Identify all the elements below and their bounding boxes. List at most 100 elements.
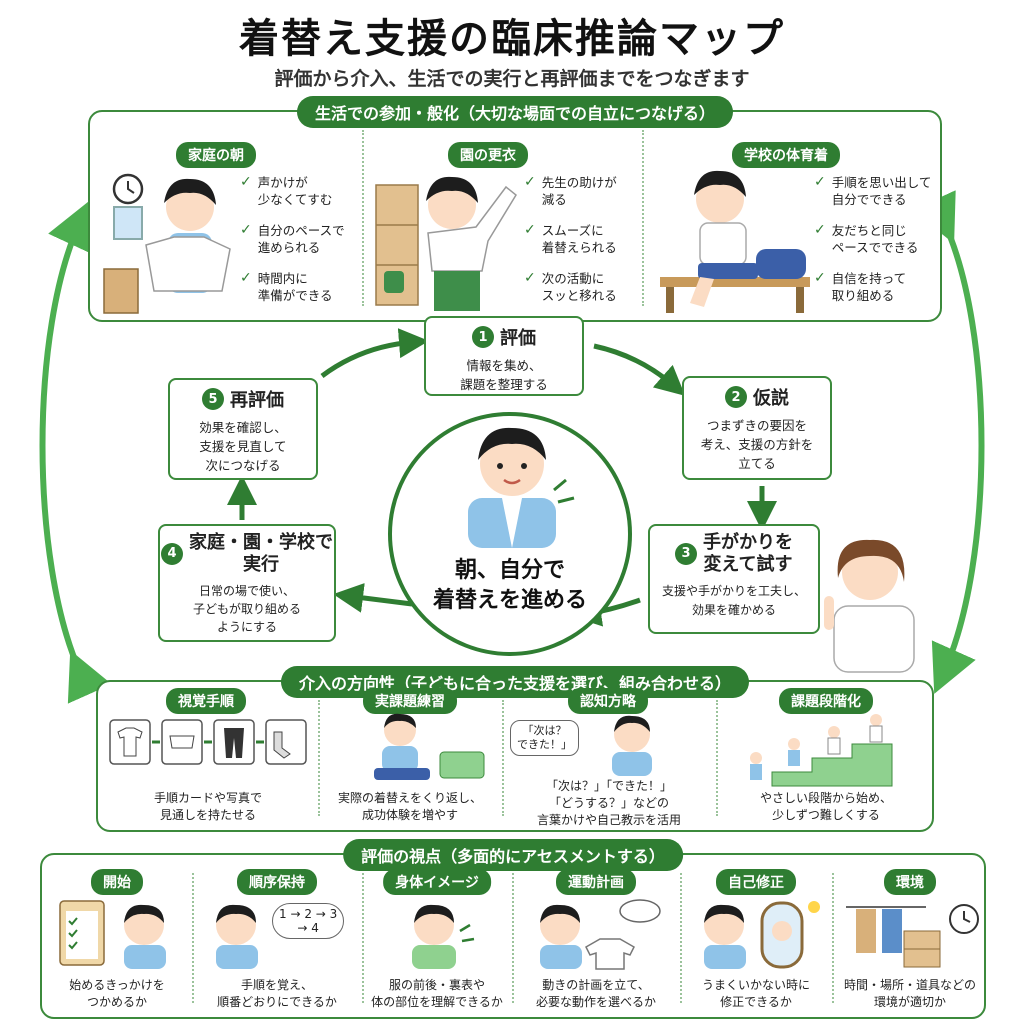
- section-kindergarten: 園の更衣 ✓先生の助けが 減る ✓スムーズに 着替えられる ✓次の活動に スッと…: [362, 112, 642, 320]
- section-caption: 「次は？」「できた！」 「どうする？」などの 言葉かけや自己教示を活用: [536, 779, 681, 827]
- kindergarten-checklist: ✓先生の助けが 減る ✓スムーズに 着替えられる ✓次の活動に スッと移れる: [524, 174, 644, 318]
- list-item: ✓スムーズに 着替えられる: [524, 222, 617, 255]
- step-description: 日常の場で使い、 子どもが取り組める ようにする: [192, 584, 301, 634]
- center-goal-text: 朝、自分で 着替えを進める: [432, 558, 587, 613]
- section-caption: 時間・場所・道具などの 環境が適切か: [843, 978, 976, 1009]
- right-loop-arrow: [912, 190, 985, 694]
- section-title: 課題段階化: [779, 688, 873, 714]
- step-description: 支援や手がかりを工夫し、 効果を確かめる: [661, 584, 806, 617]
- center-child-illustration: [468, 427, 575, 548]
- strategy-child-illustration: [612, 715, 652, 776]
- step-title: 仮説: [753, 388, 789, 409]
- step-number: 5: [202, 388, 224, 410]
- thought-bubble: 1 → 2 → 3 → 4: [272, 903, 345, 939]
- home-child-illustration: [103, 173, 231, 314]
- section-cognitive-strategy: 認知方略 「次は？ できた！」 「次は？」「できた！」 「どうする？」などの 言…: [502, 682, 716, 830]
- step-description: 情報を集め、 課題を整理する: [460, 358, 548, 392]
- section-title: 自己修正: [716, 869, 796, 895]
- section-title: 家庭の朝: [176, 142, 256, 168]
- left-loop-arrow: [39, 200, 112, 704]
- divider: [832, 873, 834, 1003]
- intervention-panel: 介入の方向性（子どもに合った支援を選び、組み合わせる） 視覚手順 手順カードや写…: [96, 666, 936, 832]
- teacher-illustration: [824, 539, 915, 673]
- body-image-child-illustration: [412, 904, 475, 969]
- section-title: 開始: [91, 869, 143, 895]
- section-caption: 動きの計画を立て、 必要な動作を選べるか: [535, 978, 656, 1009]
- section-caption: 服の前後・裏表や 体の部位を理解できるか: [371, 978, 503, 1009]
- divider: [716, 700, 718, 816]
- step-title: 家庭・園・学校で 実行: [189, 532, 333, 575]
- section-school-pe: 学校の体育着 ✓手順を思い出して 自分でできる ✓友だちと同じ ペースでできる …: [642, 112, 944, 320]
- section-real-task: 実課題練習 実際の着替えをくり返し、 成功体験を増やす: [318, 682, 502, 830]
- school-child-illustration: [660, 170, 810, 313]
- evaluation-panel: 評価の視点（多面的にアセスメントする） 開始 始めるきっかけを つかめるか 順序…: [40, 839, 988, 1019]
- section-caption: やさしい段階から始め、 少しずつ難しくする: [759, 791, 892, 822]
- step-title: 評価: [500, 328, 536, 349]
- section-title: 身体イメージ: [383, 869, 491, 895]
- step-number: 3: [675, 543, 697, 565]
- divider: [502, 700, 504, 816]
- list-item: ✓時間内に 準備ができる: [240, 270, 333, 303]
- list-item: ✓次の活動に スッと移れる: [524, 270, 617, 303]
- environment-illustration: [846, 904, 979, 968]
- evaluation-label: 評価の視点（多面的にアセスメントする）: [343, 839, 683, 871]
- section-caption: 手順を覚え、 順番どおりにできるか: [217, 978, 337, 1009]
- section-body-image: 身体イメージ 服の前後・裏表や 体の部位を理解できるか: [362, 855, 512, 1017]
- section-self-correction: 自己修正 うまくいかない時に 修正できるか: [680, 855, 832, 1017]
- page-title: 着替え支援の臨床推論マップ: [239, 16, 785, 62]
- practice-child-illustration: [374, 713, 485, 780]
- section-title: 運動計画: [556, 869, 636, 895]
- divider: [642, 130, 644, 306]
- section-title: 視覚手順: [166, 688, 246, 714]
- step-reevaluation: 5 再評価 効果を確認し、 支援を見直して 次につなげる: [168, 378, 318, 480]
- section-motor-planning: 運動計画 動きの計画を立て、 必要な動作を選べるか: [512, 855, 680, 1017]
- step-number: 4: [161, 543, 183, 565]
- participation-label: 生活での参加・般化（大切な場面での自立につなげる）: [296, 96, 734, 128]
- clipboard-illustration: [59, 900, 166, 969]
- section-caption: うまくいかない時に 修正できるか: [701, 978, 810, 1009]
- divider: [362, 873, 364, 1003]
- section-caption: 始めるきっかけを つかめるか: [69, 978, 165, 1009]
- section-task-grading: 課題段階化 やさしい段階から始め、 少しずつ難しくする: [716, 682, 936, 830]
- list-item: ✓先生の助けが 減る: [524, 174, 617, 207]
- sequence-child-illustration: [216, 904, 258, 969]
- divider: [362, 130, 364, 306]
- section-caption: 実際の着替えをくり返し、 成功体験を増やす: [337, 791, 482, 822]
- step-implement: 4 家庭・園・学校で 実行 日常の場で使い、 子どもが取り組める ようにする: [158, 524, 336, 642]
- step-description: つまずきの要因を 考え、支援の方針を 立てる: [700, 418, 814, 471]
- school-checklist: ✓手順を思い出して 自分でできる ✓友だちと同じ ペースでできる ✓自信を持って…: [814, 174, 944, 318]
- page-subtitle: 評価から介入、生活での実行と再評価までをつなぎます: [274, 68, 750, 90]
- kindergarten-child-illustration: [375, 176, 517, 311]
- list-item: ✓自信を持って 取り組める: [814, 270, 907, 303]
- section-home-morning: 家庭の朝 ✓声かけが 少なくてすむ ✓自分のペースで 進められる ✓時間内に 準…: [90, 112, 362, 320]
- center-goal: 朝、自分で 着替えを進める: [388, 412, 632, 656]
- divider: [318, 700, 320, 816]
- speech-bubble: 「次は？ できた！」: [510, 720, 579, 756]
- divider: [680, 873, 682, 1003]
- section-title: 認知方略: [568, 688, 648, 714]
- section-title: 学校の体育着: [732, 142, 840, 168]
- step-title: 再評価: [230, 390, 284, 411]
- stairs-illustration: [750, 714, 893, 787]
- list-item: ✓自分のペースで 進められる: [240, 222, 345, 255]
- step-cards-illustration: [109, 719, 307, 765]
- step-number: 1: [472, 326, 494, 348]
- section-initiation: 開始 始めるきっかけを つかめるか: [42, 855, 192, 1017]
- mirror-illustration: [704, 901, 820, 969]
- section-visual-steps: 視覚手順 手順カードや写真で 見通しを持たせる: [98, 682, 318, 830]
- section-title: 順序保持: [237, 869, 317, 895]
- section-caption: 手順カードや写真で 見通しを持たせる: [153, 791, 262, 822]
- section-title: 園の更衣: [448, 142, 528, 168]
- list-item: ✓友だちと同じ ペースでできる: [814, 222, 919, 255]
- home-checklist: ✓声かけが 少なくてすむ ✓自分のペースで 進められる ✓時間内に 準備ができる: [240, 174, 360, 318]
- divider: [192, 873, 194, 1003]
- motor-planning-illustration: [540, 899, 661, 970]
- section-environment: 環境 時間・場所・道具などの 環境が適切か: [832, 855, 988, 1017]
- section-sequence: 順序保持 1 → 2 → 3 → 4 手順を覚え、 順番どおりにできるか: [192, 855, 362, 1017]
- divider: [512, 873, 514, 1003]
- section-title: 実課題練習: [363, 688, 457, 714]
- step-description: 効果を確認し、 支援を見直して 次につなげる: [199, 420, 287, 473]
- step-evaluation: 1 評価 情報を集め、 課題を整理する: [424, 316, 584, 396]
